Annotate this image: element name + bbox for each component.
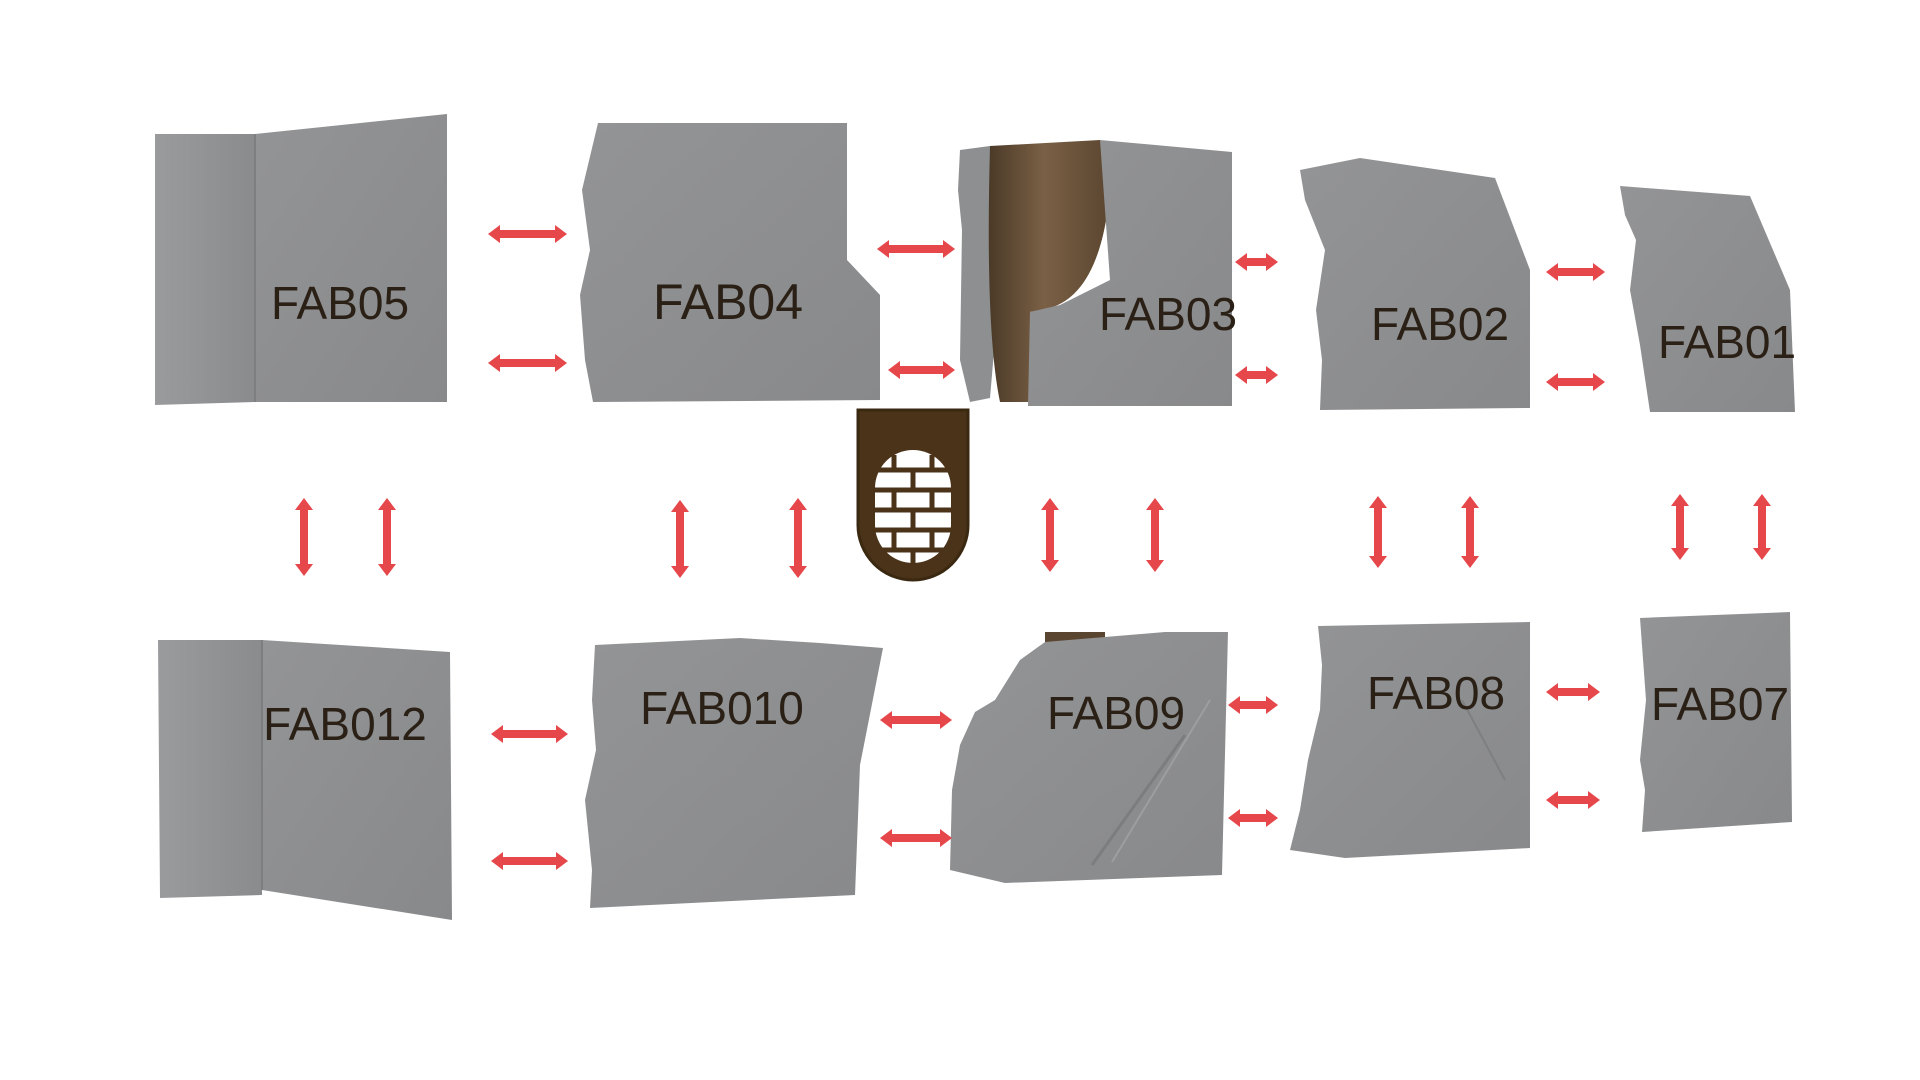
double-arrow-24 <box>1671 494 1689 560</box>
connector-arrows <box>295 225 1771 870</box>
double-arrow-16 <box>295 498 313 576</box>
panel-fab07: FAB07 <box>1640 612 1792 832</box>
double-arrow-13 <box>1228 809 1278 827</box>
double-arrow-0 <box>488 225 567 243</box>
panel-label-fab03: FAB03 <box>1099 288 1237 340</box>
panel-fab012: FAB012 <box>158 640 452 920</box>
panel-label-fab08: FAB08 <box>1367 667 1505 719</box>
panel-fab09: FAB09 <box>950 632 1228 883</box>
arched-window-grille-icon <box>856 408 970 582</box>
double-arrow-9 <box>491 852 568 870</box>
panel-fab08: FAB08 <box>1290 622 1530 858</box>
double-arrow-19 <box>789 498 807 578</box>
double-arrow-10 <box>880 711 952 729</box>
double-arrow-20 <box>1041 498 1059 572</box>
panel-label-fab01: FAB01 <box>1658 316 1796 368</box>
double-arrow-25 <box>1753 494 1771 560</box>
panel-label-fab010: FAB010 <box>640 682 804 734</box>
panel-label-fab09: FAB09 <box>1047 687 1185 739</box>
panel-label-fab012: FAB012 <box>263 698 427 750</box>
panel-label-fab07: FAB07 <box>1651 678 1789 730</box>
panel-label-fab04: FAB04 <box>653 274 803 330</box>
double-arrow-23 <box>1461 496 1479 568</box>
panel-fab010: FAB010 <box>585 638 883 908</box>
panel-fab03: FAB03 <box>958 140 1237 406</box>
panel-fab05: FAB05 <box>155 114 447 405</box>
panel-label-fab02: FAB02 <box>1371 298 1509 350</box>
double-arrow-21 <box>1146 498 1164 572</box>
double-arrow-3 <box>888 361 955 379</box>
panel-label-fab05: FAB05 <box>271 277 409 329</box>
double-arrow-1 <box>488 354 567 372</box>
double-arrow-4 <box>1235 253 1278 271</box>
double-arrow-14 <box>1546 683 1600 701</box>
panel-fab01: FAB01 <box>1620 186 1796 412</box>
double-arrow-15 <box>1546 791 1600 809</box>
double-arrow-6 <box>1546 263 1605 281</box>
double-arrow-7 <box>1546 373 1605 391</box>
double-arrow-17 <box>378 498 396 576</box>
double-arrow-2 <box>877 240 955 258</box>
double-arrow-5 <box>1235 366 1278 384</box>
panel-fab02: FAB02 <box>1300 158 1530 410</box>
double-arrow-11 <box>880 829 952 847</box>
double-arrow-12 <box>1228 696 1278 714</box>
double-arrow-22 <box>1369 496 1387 568</box>
panel-fab04: FAB04 <box>580 123 880 402</box>
double-arrow-18 <box>671 500 689 578</box>
double-arrow-8 <box>491 725 568 743</box>
